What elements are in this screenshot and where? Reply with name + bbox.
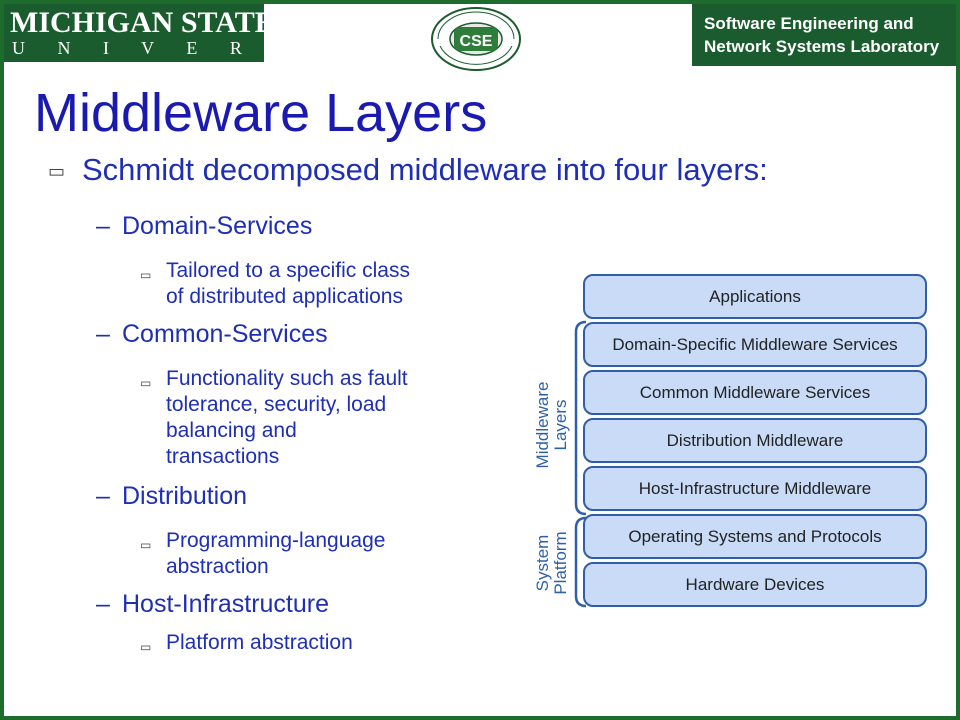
- section-detail-domain: ▭ Tailored to a specific class of distri…: [140, 259, 410, 308]
- layer-distribution-middleware: Distribution Middleware: [583, 418, 927, 463]
- dash-icon: –: [96, 482, 110, 510]
- section-detail-host: ▭ Platform abstraction: [140, 630, 353, 656]
- layer-host-infrastructure: Host-Infrastructure Middleware: [583, 466, 927, 511]
- system-platform-label: System Platform: [533, 531, 570, 595]
- layer-common-middleware: Common Middleware Services: [583, 370, 927, 415]
- platform-brace: [574, 516, 587, 608]
- section-detail-distribution: ▭ Programming-language abstraction: [140, 529, 386, 578]
- layer-domain-specific: Domain-Specific Middleware Services: [583, 322, 927, 367]
- section-heading-domain: –Domain-Services: [96, 212, 313, 240]
- lab-logo: Software Engineering and Network Systems…: [692, 4, 956, 66]
- lab-logo-line2: Network Systems Laboratory: [704, 37, 940, 56]
- layer-braces: [574, 320, 587, 608]
- bullet-icon: ▭: [140, 640, 152, 654]
- section-detail-common: ▭ Functionality such as fault tolerance,…: [140, 367, 408, 468]
- bullet-icon: ▭: [140, 268, 152, 282]
- layer-operating-systems: Operating Systems and Protocols: [583, 514, 927, 559]
- dash-icon: –: [96, 320, 110, 348]
- bullet-icon: ▭: [140, 538, 152, 552]
- bullet-icon: ▭: [140, 376, 152, 390]
- middleware-layers-label: Middleware Layers: [533, 381, 570, 469]
- msu-logo: MICHIGAN STATE U N I V E R S I T Y: [4, 4, 411, 62]
- cse-department-seal: CSE: [431, 7, 521, 71]
- section-heading-distribution: –Distribution: [96, 482, 248, 510]
- dash-icon: –: [96, 212, 110, 240]
- middleware-brace: [574, 320, 587, 516]
- section-heading-host: –Host-Infrastructure: [96, 590, 330, 618]
- bullet-icon: ▭: [48, 161, 66, 182]
- layer-applications: Applications: [583, 274, 927, 319]
- lab-logo-line1: Software Engineering and: [704, 14, 914, 33]
- main-bullet-text: Schmidt decomposed middleware into four …: [82, 152, 768, 187]
- layer-hardware-devices: Hardware Devices: [583, 562, 927, 607]
- section-heading-common: –Common-Services: [96, 320, 328, 348]
- dash-icon: –: [96, 590, 110, 618]
- msu-logo-line2: U N I V E R S I T Y: [12, 38, 425, 58]
- slide-title: Middleware Layers: [34, 83, 488, 143]
- msu-logo-line1: MICHIGAN STATE: [10, 6, 275, 39]
- main-bullet: ▭ Schmidt decomposed middleware into four…: [48, 152, 768, 188]
- seal-center-text: CSE: [460, 33, 493, 50]
